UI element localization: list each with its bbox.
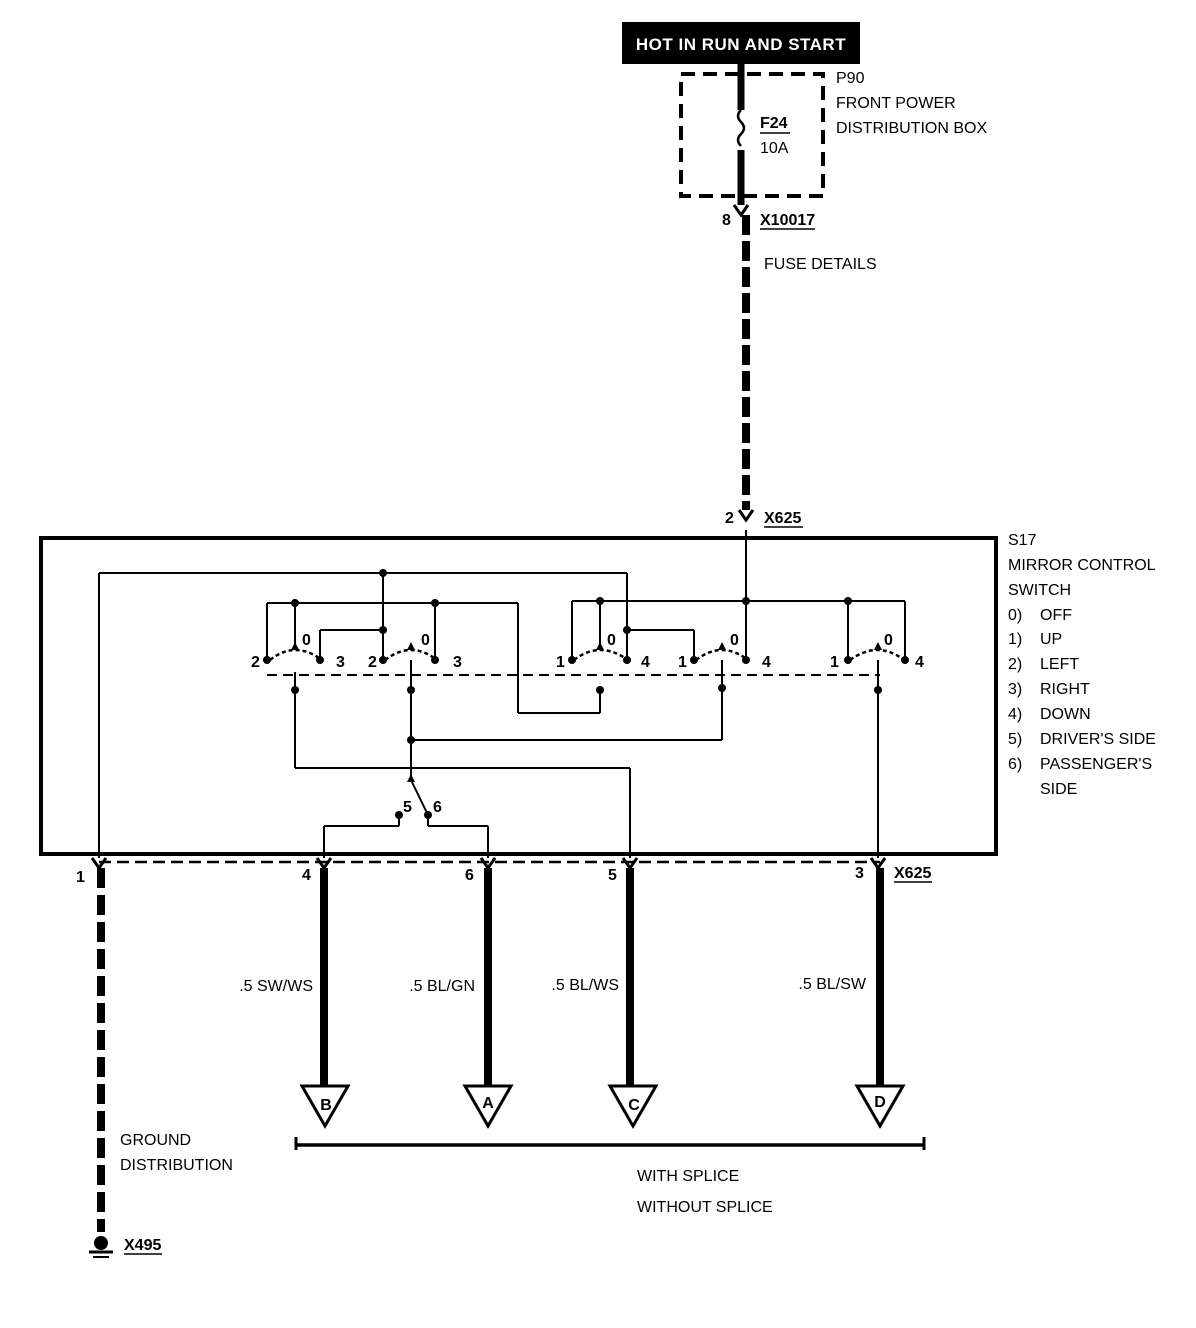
contact-label: 0: [421, 632, 430, 649]
switch-legend: 0) OFF 1) UP 2) LEFT 3) RIGHT 4) DOWN 5)…: [1008, 607, 1156, 798]
common-arrows: [291, 642, 882, 782]
power-distribution-box: [679, 72, 825, 198]
output-pin: 3: [855, 865, 864, 882]
terminal-triangles: [299, 1084, 906, 1130]
output-pin: 5: [608, 867, 617, 884]
power-box-name-1: FRONT POWER: [836, 95, 956, 112]
with-splice-label: WITH SPLICE: [637, 1168, 739, 1185]
contact-label: 0: [302, 632, 311, 649]
terminal-c: C: [628, 1097, 640, 1114]
power-box-name-2: DISTRIBUTION BOX: [836, 120, 987, 137]
contact-label: 1: [556, 654, 565, 671]
legend-num: 4): [1008, 706, 1022, 723]
contact-label: 3: [453, 654, 462, 671]
output-pin: 4: [302, 867, 311, 884]
contact-label: 1: [830, 654, 839, 671]
connector-x10017-symbol: [732, 204, 750, 218]
switch-contact-arcs: [269, 648, 905, 662]
fuse-symbol: [736, 109, 746, 147]
contact-label: 0: [607, 632, 616, 649]
connector-x10017-id: X10017: [760, 212, 815, 229]
output-pin: 1: [76, 869, 85, 886]
legend-text: OFF: [1040, 607, 1072, 624]
contact-labels: 2 0 3 2 0 3 1 0 4 1 0 4 1 0 4 5 6: [251, 632, 924, 816]
legend-num: 6): [1008, 756, 1022, 773]
terminal-a: A: [482, 1095, 494, 1112]
connector-x10017-pin: 8: [722, 212, 731, 229]
fuse-details-label: FUSE DETAILS: [764, 256, 877, 273]
contact-label: 0: [730, 632, 739, 649]
output-pin: 6: [465, 867, 474, 884]
legend-num: 3): [1008, 681, 1022, 698]
legend-num: 0): [1008, 607, 1022, 624]
legend-num: 5): [1008, 731, 1022, 748]
legend-num: 2): [1008, 656, 1022, 673]
contact-label: 4: [915, 654, 924, 671]
connector-x625-out-id: X625: [894, 865, 931, 882]
junction-dots: [263, 569, 909, 819]
switch-name-1: MIRROR CONTROL: [1008, 557, 1156, 574]
wire-label-a: .5 BL/GN: [409, 978, 475, 995]
fuse-id: F24: [760, 115, 788, 132]
wire-label-c: .5 BL/WS: [551, 977, 619, 994]
output-pin-labels: 1 4 6 5 3: [76, 865, 864, 886]
legend-text: PASSENGER'S: [1040, 756, 1152, 773]
selector-label: 5: [403, 799, 412, 816]
switch-name-2: SWITCH: [1008, 582, 1071, 599]
contact-label: 2: [368, 654, 377, 671]
power-box-id: P90: [836, 70, 865, 87]
power-label: HOT IN RUN AND START: [636, 35, 846, 54]
ground-connector-id: X495: [124, 1237, 161, 1254]
ground-label-1: GROUND: [120, 1132, 191, 1149]
switch-internal-wiring: [98, 530, 906, 858]
selector-label: 6: [433, 799, 442, 816]
contact-label: 4: [762, 654, 771, 671]
contact-label: 4: [641, 654, 650, 671]
contact-label: 1: [678, 654, 687, 671]
without-splice-label: WITHOUT SPLICE: [637, 1199, 773, 1216]
legend-text: LEFT: [1040, 656, 1079, 673]
legend-text: DOWN: [1040, 706, 1091, 723]
contact-label: 0: [884, 632, 893, 649]
legend-text: RIGHT: [1040, 681, 1090, 698]
wire-label-d: .5 BL/SW: [798, 976, 866, 993]
ground-label-2: DISTRIBUTION: [120, 1157, 233, 1174]
power-label-box: [622, 22, 860, 64]
connector-x625-in-symbol: [737, 509, 755, 523]
fuse-rating: 10A: [760, 140, 789, 157]
wire-label-b: .5 SW/WS: [239, 978, 313, 995]
legend-text: UP: [1040, 631, 1062, 648]
legend-num: 1): [1008, 631, 1022, 648]
contact-label: 3: [336, 654, 345, 671]
connector-x625-in-pin: 2: [725, 510, 734, 527]
ground-icon: [89, 1236, 113, 1258]
switch-id: S17: [1008, 532, 1037, 549]
terminal-d: D: [874, 1094, 886, 1111]
terminal-b: B: [320, 1097, 332, 1114]
switch-s17-box: [39, 536, 998, 856]
connector-x625-in-id: X625: [764, 510, 801, 527]
legend-text: SIDE: [1040, 781, 1077, 798]
contact-label: 2: [251, 654, 260, 671]
legend-text: DRIVER'S SIDE: [1040, 731, 1156, 748]
